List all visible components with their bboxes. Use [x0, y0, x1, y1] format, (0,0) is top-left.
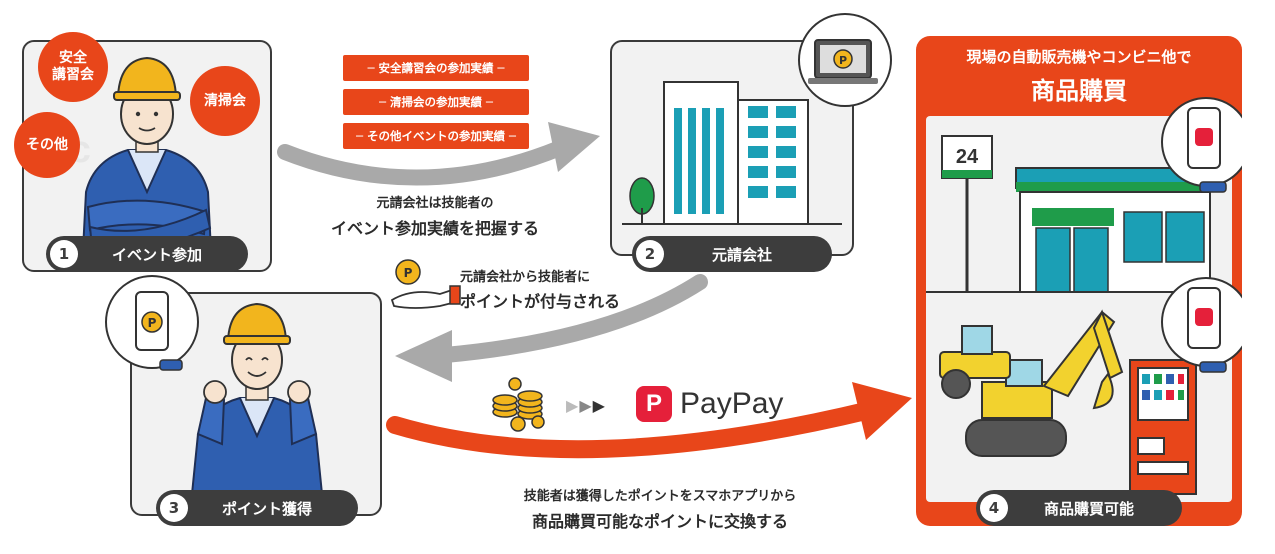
event-tag-safety: ─ 安全講習会の参加実績 ─: [343, 55, 529, 81]
event-bubble-other-label: その他: [26, 136, 68, 153]
event-bubble-cleaning: 清掃会: [190, 66, 260, 136]
paypay-logo-icon: P: [636, 386, 672, 422]
paypay-phone-icons: [1161, 97, 1242, 373]
event-bubble-safety-label: 安全 講習会: [52, 50, 94, 83]
event-bubble-other: その他: [14, 112, 80, 178]
step-1-text: イベント参加: [111, 245, 202, 264]
points-panel: [130, 292, 382, 516]
grant-caption: 元請会社から技能者に ポイントが付与される: [460, 266, 635, 312]
arrow-to-worker: [437, 274, 708, 363]
step-2-number: 2: [636, 240, 664, 268]
purchase-header-line2: 商品購買: [1031, 77, 1127, 105]
purchase-illustration-area: 24: [926, 116, 1232, 502]
exchange-caption-line2: 商品購買可能なポイントに交換する: [531, 512, 788, 531]
step-3-text: ポイント獲得: [221, 499, 312, 518]
store-sign-number: 24: [956, 146, 979, 168]
event-tag-cleaning: ─ 清掃会の参加実績 ─: [343, 89, 529, 115]
contractor-panel: [610, 40, 854, 256]
step-3-number: 3: [160, 494, 188, 522]
chevron-right-icon: ▶: [566, 396, 580, 415]
worker-cheering-illustration: [188, 302, 326, 514]
purchase-header-line1: 現場の自動販売機やコンビニ他で: [966, 48, 1192, 66]
chevron-right-icon: ▶: [579, 396, 593, 415]
step-4-text: 商品購買可能: [1043, 499, 1134, 518]
exchange-caption-line1: 技能者は獲得したポイントをスマホアプリから: [523, 489, 797, 504]
paypay-logo-text: PayPay: [680, 387, 784, 420]
grasp-caption: 元請会社は技能者の イベント参加実績を把握する: [300, 192, 570, 239]
arrow-to-worker-head: [395, 330, 452, 382]
step-1-label: 1 イベント参加: [46, 236, 248, 272]
purchase-header: 現場の自動販売機やコンビニ他で 商品購買: [916, 46, 1242, 106]
event-tag-other: ─ その他イベントの参加実績 ─: [343, 123, 529, 149]
convenience-store-illustration: 24: [926, 135, 1232, 495]
grasp-caption-line2: イベント参加実績を把握する: [330, 219, 539, 238]
purchase-panel: 現場の自動販売機やコンビニ他で 商品購買 24: [916, 36, 1242, 526]
exchange-caption: 技能者は獲得したポイントをスマホアプリから 商品購買可能なポイントに交換する: [470, 485, 850, 532]
step-4-label: 4 商品購買可能: [976, 490, 1182, 526]
paypay-logo: P PayPay: [636, 386, 783, 422]
arrow-to-contractor: [277, 140, 568, 186]
step-3-label: 3 ポイント獲得: [156, 490, 358, 526]
step-2-label: 2 元請会社: [632, 236, 832, 272]
grant-caption-line1: 元請会社から技能者に: [460, 270, 591, 285]
grant-caption-line2: ポイントが付与される: [460, 292, 621, 311]
arrow-to-purchase: [386, 401, 879, 459]
arrow-chevrons: ▶▶▶: [566, 396, 606, 415]
event-bubble-safety: 安全 講習会: [38, 32, 108, 102]
step-2-text: 元請会社: [711, 245, 772, 264]
event-bubble-cleaning-label: 清掃会: [204, 92, 246, 109]
chevron-right-icon: ▶: [592, 396, 606, 415]
arrow-to-purchase-head: [852, 382, 912, 440]
excavator-illustration: [939, 309, 1124, 457]
step-4-number: 4: [980, 494, 1008, 522]
vending-machine-illustration: [1129, 359, 1197, 495]
step-1-number: 1: [50, 240, 78, 268]
paypay-logo-letter: P: [645, 390, 662, 417]
grasp-caption-line1: 元請会社は技能者の: [376, 196, 494, 211]
office-building-illustration: [622, 81, 842, 225]
arrow-to-contractor-head: [548, 122, 600, 172]
